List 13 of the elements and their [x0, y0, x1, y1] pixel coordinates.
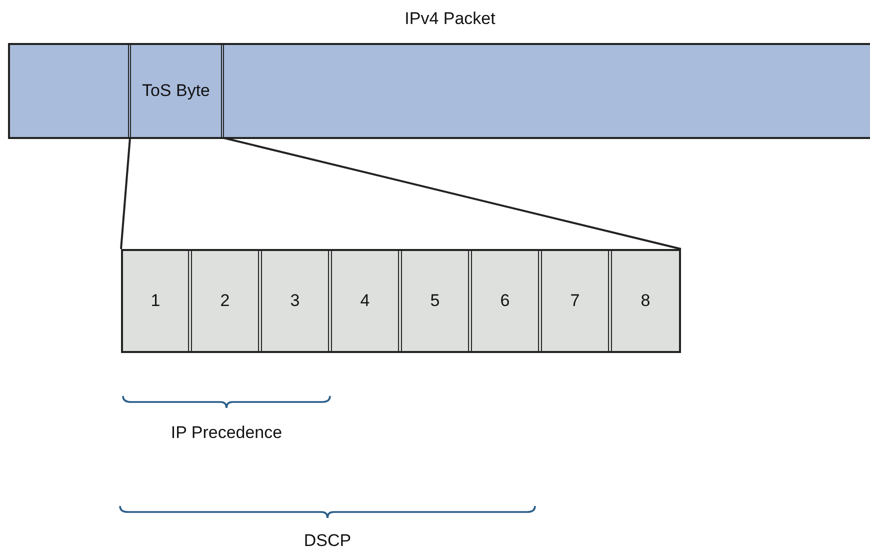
bit-cell: 6: [471, 251, 539, 351]
bit-cell: 4: [331, 251, 399, 351]
header-field: ToS Byte: [130, 45, 222, 137]
bit-cell: 7: [541, 251, 609, 351]
bracket-label: DSCP: [304, 531, 352, 551]
bit-row: [121, 249, 681, 353]
packet-title: IPv4 Packet: [404, 9, 496, 29]
bit-cell: 2: [191, 251, 259, 351]
expansion-line: [120, 138, 131, 250]
expansion-line: [224, 137, 682, 250]
bracket-label: IP Precedence: [170, 423, 282, 443]
bit-cell: 3: [261, 251, 329, 351]
bit-cell: 5: [401, 251, 469, 351]
